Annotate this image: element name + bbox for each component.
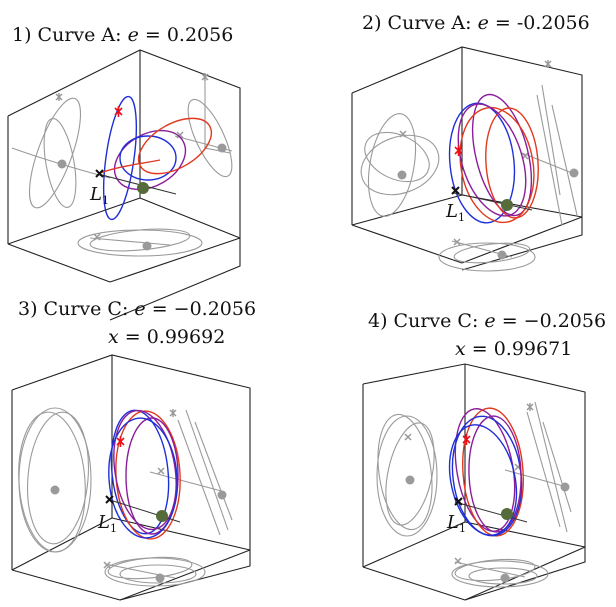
- panel-3-point-label-sub: 1: [110, 522, 117, 535]
- panel-2-point-label: L: [445, 201, 458, 222]
- panel-4-point-label: L: [446, 512, 459, 533]
- panel-1-plot: L 1: [7, 49, 241, 321]
- panel-3-title: 3) Curve C: e = −0.2056: [18, 298, 257, 320]
- panel-1-title: 1) Curve A: e = 0.2056: [12, 24, 234, 46]
- panel-4-subtitle: x = 0.99671: [455, 338, 573, 360]
- panel-3-subtitle: x = 0.99692: [108, 326, 226, 348]
- panel-3-point-label: L: [97, 512, 110, 533]
- panel-2-title: 2) Curve A: e = -0.2056: [362, 12, 590, 34]
- panel-4-plot: L 1: [362, 363, 586, 601]
- panel-3-plot: L 1: [11, 354, 251, 601]
- panel-2-point-label-sub: 1: [458, 211, 465, 224]
- panel-1-point-label: L: [89, 184, 102, 205]
- panel-4-point-label-sub: 1: [459, 522, 466, 535]
- panel-2-plot: L 1: [351, 46, 583, 272]
- panel-4-title: 4) Curve C: e = −0.2056: [368, 310, 607, 332]
- panel-1-point-label-sub: 1: [102, 194, 109, 207]
